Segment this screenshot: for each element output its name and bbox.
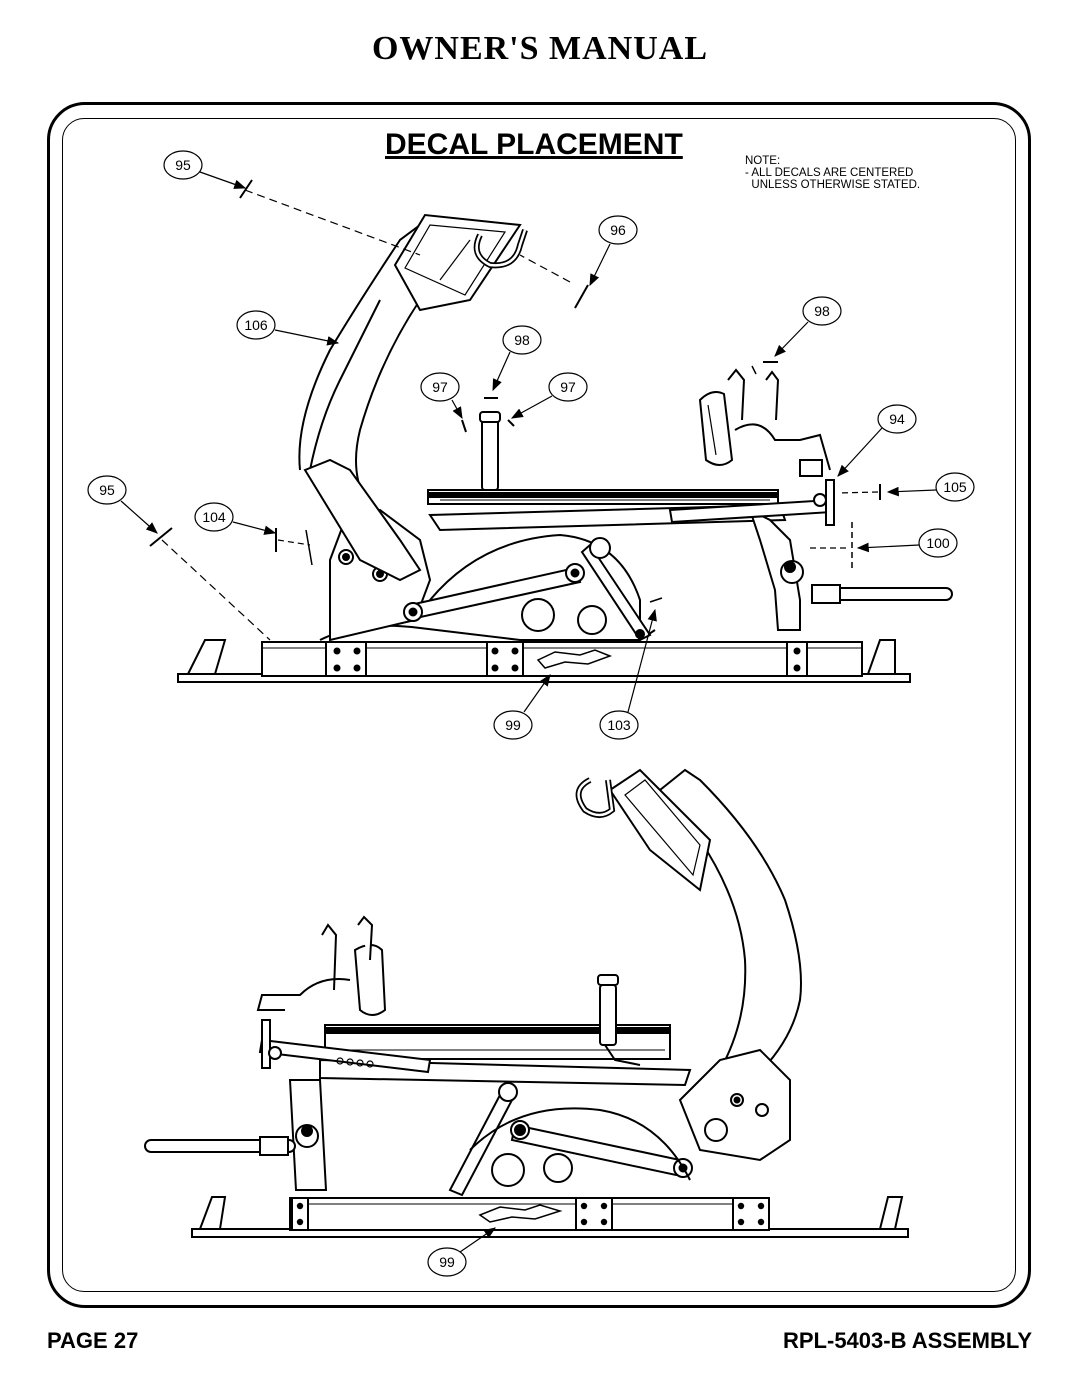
callout-106: 106 [244,317,268,333]
callout-95-top: 95 [175,157,191,173]
callout-95-left: 95 [99,482,115,498]
note-block: NOTE: - ALL DECALS ARE CENTERED UNLESS O… [745,155,920,191]
callout-96: 96 [610,222,626,238]
callout-100: 100 [926,535,950,551]
callout-99-top: 99 [505,717,521,733]
callouts-top: 95 96 106 98 98 97 97 94 95 104 105 100 … [87,150,975,740]
callout-105: 105 [943,479,967,495]
callouts-bottom: 99 [427,1227,496,1277]
page-number: PAGE 27 [47,1328,139,1353]
callout-103: 103 [607,717,631,733]
outer-border [47,102,1031,1308]
note-heading: NOTE: [745,155,781,167]
section-title: DECAL PLACEMENT [385,128,683,161]
machine-side-view-top [177,213,953,683]
inner-border [62,118,1016,1292]
document-id: RPL-5403-B ASSEMBLY [783,1328,1032,1353]
callout-94: 94 [889,411,905,427]
machine-side-view-bottom [144,768,909,1238]
note-line: UNLESS OTHERWISE STATED. [745,179,921,191]
callout-97-left: 97 [432,379,448,395]
callout-99-bottom: 99 [439,1254,455,1270]
callout-104: 104 [202,509,226,525]
callout-97-right: 97 [560,379,576,395]
note-line: - ALL DECALS ARE CENTERED [745,167,914,179]
page-title: OWNER'S MANUAL [371,30,709,67]
callout-98-left: 98 [514,332,530,348]
callout-98-right: 98 [814,303,830,319]
